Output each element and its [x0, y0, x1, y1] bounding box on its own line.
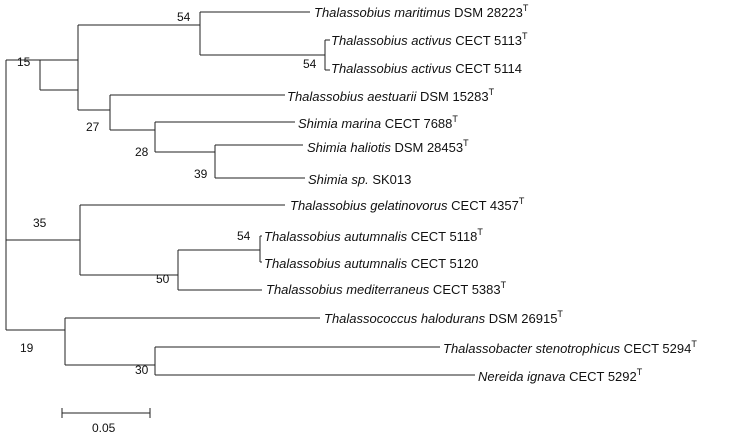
bootstrap-value: 54	[177, 10, 191, 24]
leaf-label: Thalassobacter stenotrophicus CECT 5294T	[443, 339, 697, 356]
bootstrap-value: 30	[135, 363, 149, 377]
bootstrap-value: 28	[135, 145, 149, 159]
bootstrap-value: 19	[20, 341, 34, 355]
leaf-label: Shimia marina CECT 7688T	[298, 114, 458, 131]
leaf-label: Shimia sp. SK013	[308, 172, 411, 187]
bootstrap-value: 54	[303, 57, 317, 71]
leaf-label: Thalassobius autumnalis CECT 5118T	[264, 227, 483, 244]
leaf-label: Shimia haliotis DSM 28453T	[307, 138, 469, 155]
bootstrap-value: 35	[33, 216, 47, 230]
leaf-label: Thalassobius aestuarii DSM 15283T	[287, 87, 495, 104]
bootstrap-value: 39	[194, 167, 208, 181]
leaf-label: Thalassobius maritimus DSM 28223T	[314, 3, 529, 20]
bootstrap-value: 54	[237, 229, 251, 243]
leaf-label: Thalassobius gelatinovorus CECT 4357T	[290, 196, 525, 213]
bootstrap-value: 15	[17, 55, 31, 69]
leaf-label: Thalassococcus halodurans DSM 26915T	[324, 309, 563, 326]
bootstrap-value: 50	[156, 272, 170, 286]
leaf-label: Thalassobius mediterraneus CECT 5383T	[266, 280, 507, 297]
leaf-label: Nereida ignava CECT 5292T	[478, 367, 643, 384]
bootstrap-value: 27	[86, 120, 100, 134]
leaf-label: Thalassobius autumnalis CECT 5120	[264, 256, 478, 271]
scale-bar-label: 0.05	[92, 421, 116, 434]
leaf-label: Thalassobius activus CECT 5114	[331, 61, 522, 76]
leaf-label: Thalassobius activus CECT 5113T	[331, 31, 528, 48]
